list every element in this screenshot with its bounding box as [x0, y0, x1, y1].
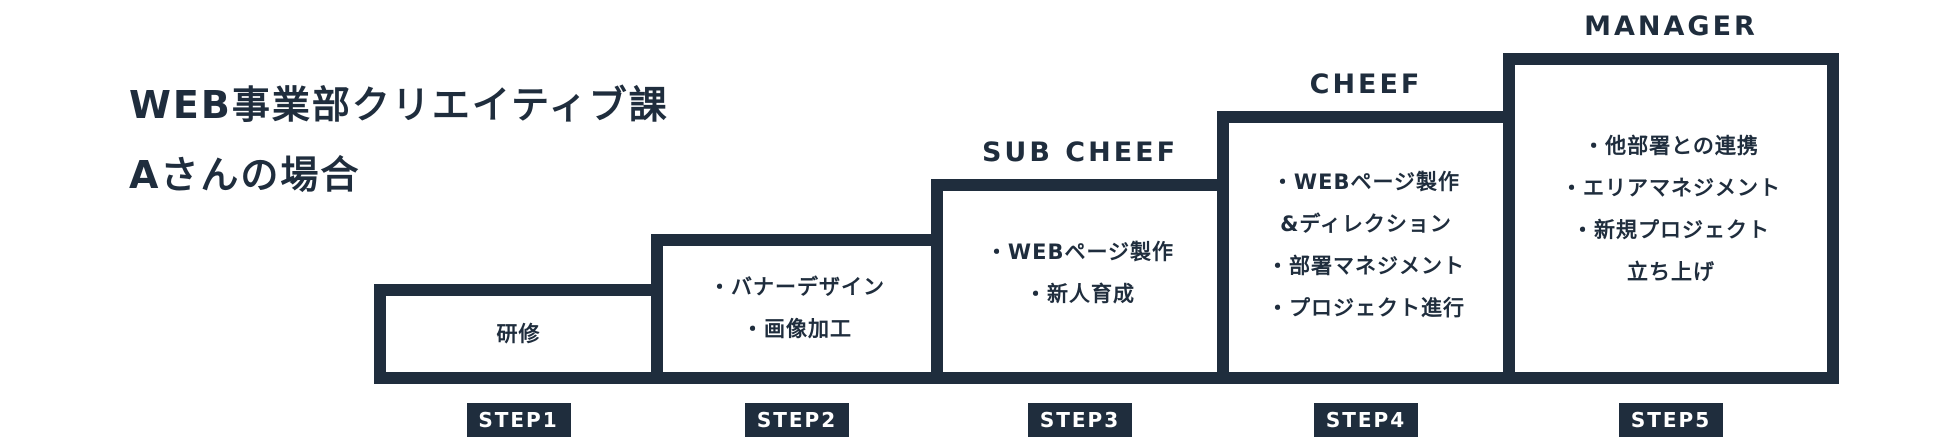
step-2-box: ・バナーデザイン・画像加工 [651, 234, 943, 384]
step-item: ・エリアマネジメント [1561, 175, 1781, 200]
step-5-role-title: MANAGER [1584, 11, 1758, 42]
step-3-content: ・WEBページ製作・新人育成 [986, 231, 1174, 315]
step-5-content: ・他部署との連携・エリアマネジメント・新規プロジェクト立ち上げ [1561, 125, 1781, 293]
step-item: &ディレクション [1280, 211, 1452, 236]
step-1-box: 研修 [374, 284, 663, 384]
step-3-role-title: SUB CHEEF [981, 137, 1179, 168]
heading-line-2: Aさんの場合 [129, 153, 361, 197]
heading-line-1: WEB事業部クリエイティブ課 [129, 83, 669, 127]
step-item: ・WEBページ製作 [1271, 169, 1461, 194]
step-1-content: 研修 [497, 313, 541, 355]
step-4-content: ・WEBページ製作&ディレクション・部署マネジメント・プロジェクト進行 [1267, 161, 1465, 329]
step-item: 研修 [496, 322, 541, 346]
step-4-badge: STEP4 [1314, 403, 1418, 437]
step-item: ・部署マネジメント [1267, 253, 1465, 278]
step-4-role-title: CHEEF [1309, 69, 1423, 100]
step-5-box: ・他部署との連携・エリアマネジメント・新規プロジェクト立ち上げ [1503, 53, 1839, 384]
step-2-badge: STEP2 [745, 403, 849, 437]
step-3-box: ・WEBページ製作・新人育成 [931, 179, 1229, 384]
step-2-content: ・バナーデザイン・画像加工 [709, 266, 885, 350]
step-4-box: ・WEBページ製作&ディレクション・部署マネジメント・プロジェクト進行 [1217, 111, 1515, 384]
step-5-badge: STEP5 [1619, 403, 1723, 437]
step-item: ・WEBページ製作 [985, 239, 1175, 264]
step-3-badge: STEP3 [1028, 403, 1132, 437]
step-item: ・バナーデザイン [709, 275, 885, 299]
step-item: 立ち上げ [1627, 259, 1715, 284]
step-item: ・他部署との連携 [1583, 133, 1759, 158]
step-item: ・プロジェクト進行 [1267, 295, 1465, 320]
step-item: ・新人育成 [1024, 281, 1135, 306]
step-item: ・画像加工 [742, 317, 852, 341]
step-item: ・新規プロジェクト [1572, 217, 1770, 242]
step-1-badge: STEP1 [466, 403, 571, 437]
